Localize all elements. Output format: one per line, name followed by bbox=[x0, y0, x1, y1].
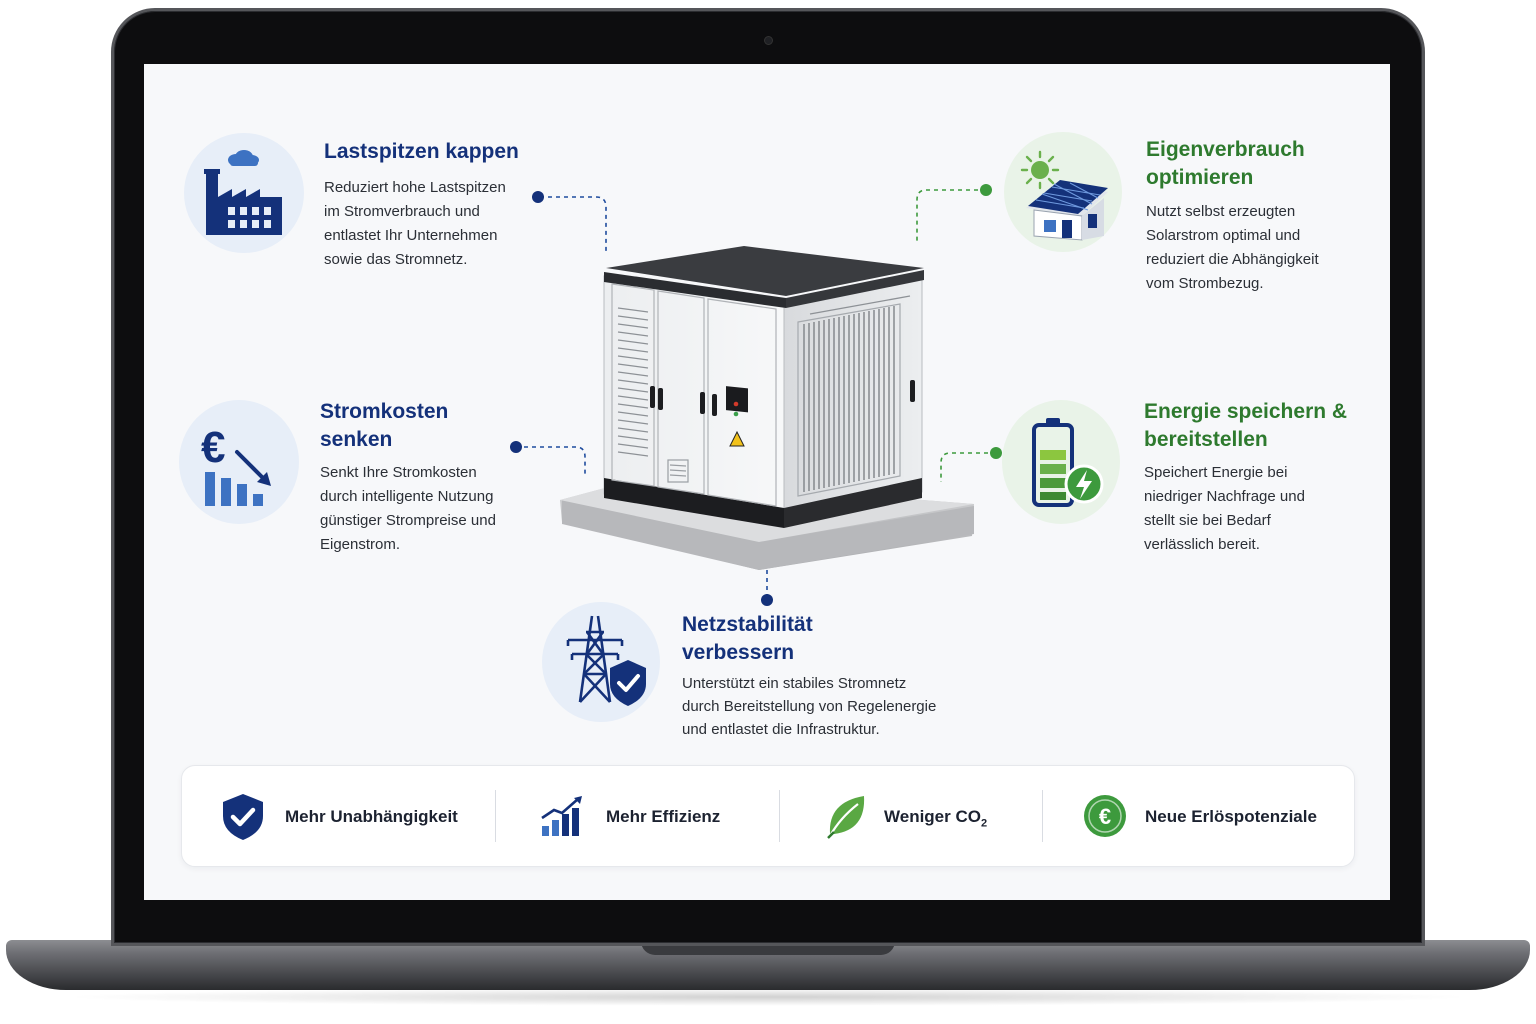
feature-text-line: und entlastet die Infrastruktur. bbox=[682, 721, 880, 738]
battery-charging-icon bbox=[1002, 400, 1120, 524]
benefits-bar: Mehr Unabhängigkeit Mehr Effizienz Wenig… bbox=[181, 765, 1355, 867]
feature-title-line: bereitstellen bbox=[1144, 428, 1268, 451]
benefit-label-subscript: 2 bbox=[980, 817, 988, 830]
feature-text-line: reduziert die Abhängigkeit bbox=[1146, 251, 1319, 268]
feature-text-stromkosten: Senkt Ihre Stromkosten durch intelligent… bbox=[320, 461, 496, 557]
feature-text-line: Reduziert hohe Lastspitzen bbox=[324, 179, 506, 196]
benefit-erloespotenziale: € Neue Erlöspotenziale bbox=[1043, 766, 1355, 866]
feature-title-line: Stromkosten bbox=[320, 400, 449, 423]
battery-storage-cabinet bbox=[560, 246, 974, 570]
feature-text-line: stellt sie bei Bedarf bbox=[1144, 512, 1271, 529]
feature-text-line: Senkt Ihre Stromkosten bbox=[320, 464, 477, 481]
benefit-divider bbox=[779, 790, 780, 842]
connector-dot bbox=[510, 441, 522, 453]
connector-dot bbox=[532, 191, 544, 203]
feature-text-line: Nutzt selbst erzeugten bbox=[1146, 203, 1296, 220]
connector-dot bbox=[980, 184, 992, 196]
webcam-icon bbox=[764, 36, 773, 45]
feature-title-line: Energie speichern & bbox=[1144, 400, 1348, 423]
feature-text-line: vom Strombezug. bbox=[1146, 275, 1264, 292]
factory-icon bbox=[184, 133, 304, 253]
feature-title-line: senken bbox=[320, 428, 393, 451]
feature-text-line: im Stromverbrauch und bbox=[324, 203, 480, 220]
feature-text-line: Unterstützt ein stabiles Stromnetz bbox=[682, 675, 907, 692]
leaf-icon bbox=[827, 796, 865, 839]
feature-text-line: Speichert Energie bei bbox=[1144, 464, 1288, 481]
feature-text-eigenverbrauch: Nutzt selbst erzeugten Solarstrom optima… bbox=[1146, 200, 1319, 296]
feature-title-speichern: Energie speichern & bereitstellen bbox=[1144, 398, 1347, 454]
benefit-label: Mehr Unabhängigkeit bbox=[285, 807, 458, 826]
feature-text-netzstabilitaet: Unterstützt ein stabiles Stromnetz durch… bbox=[682, 672, 936, 741]
feature-title-lastspitzen: Lastspitzen kappen bbox=[324, 138, 519, 166]
feature-title-stromkosten: Stromkosten senken bbox=[320, 398, 448, 454]
feature-title-eigenverbrauch: Eigenverbrauch optimieren bbox=[1146, 136, 1305, 192]
euro-coin-icon: € bbox=[1084, 795, 1126, 837]
feature-text-line: entlastet Ihr Unternehmen bbox=[324, 227, 498, 244]
svg-text:€: € bbox=[1099, 804, 1111, 829]
feature-text-speichern: Speichert Energie bei niedriger Nachfrag… bbox=[1144, 461, 1305, 557]
benefit-effizienz: Mehr Effizienz bbox=[496, 766, 778, 866]
benefit-label: Mehr Effizienz bbox=[606, 807, 721, 826]
feature-text-line: Solarstrom optimal und bbox=[1146, 227, 1301, 244]
feature-text-line: niedriger Nachfrage und bbox=[1144, 488, 1305, 505]
laptop-shadow bbox=[60, 988, 1476, 1006]
benefit-divider bbox=[1042, 790, 1043, 842]
benefit-label: Weniger CO2 bbox=[884, 807, 987, 829]
feature-title-line: verbessern bbox=[682, 641, 795, 664]
benefit-co2: Weniger CO2 bbox=[780, 766, 1042, 866]
feature-text-line: günstiger Strompreise und bbox=[320, 512, 496, 529]
feature-title-netzstabilitaet: Netzstabilität verbessern bbox=[682, 611, 813, 667]
feature-text-line: durch intelligente Nutzung bbox=[320, 488, 494, 505]
warning-triangle-icon bbox=[729, 430, 745, 447]
benefit-divider bbox=[495, 790, 496, 842]
connector-dot bbox=[761, 594, 773, 606]
connector-dot bbox=[990, 447, 1002, 459]
growth-chart-icon bbox=[541, 796, 582, 836]
connector-lines bbox=[510, 184, 1002, 606]
benefit-unabhaengigkeit: Mehr Unabhängigkeit bbox=[182, 766, 494, 866]
power-pylon-shield-icon bbox=[542, 602, 660, 722]
benefit-label: Neue Erlöspotenziale bbox=[1145, 807, 1317, 826]
euro-decrease-icon: € bbox=[179, 400, 299, 524]
feature-title-line: Netzstabilität bbox=[682, 613, 813, 636]
shield-check-icon bbox=[223, 794, 263, 840]
feature-text-line: sowie das Stromnetz. bbox=[324, 251, 468, 268]
solar-house-icon bbox=[1004, 132, 1122, 252]
feature-text-line: durch Bereitstellung von Regelenergie bbox=[682, 698, 937, 715]
feature-text-line: Eigenstrom. bbox=[320, 536, 401, 553]
svg-text:€: € bbox=[201, 423, 225, 472]
feature-title-line: Eigenverbrauch bbox=[1146, 138, 1305, 161]
feature-text-line: verlässlich bereit. bbox=[1144, 536, 1260, 553]
screen: Lastspitzen kappen Reduziert hohe Lastsp… bbox=[144, 64, 1390, 900]
feature-title-line: Lastspitzen kappen bbox=[324, 140, 519, 163]
feature-text-lastspitzen: Reduziert hohe Lastspitzen im Stromverbr… bbox=[324, 176, 506, 272]
benefit-label-text: Weniger CO bbox=[884, 807, 981, 826]
feature-title-line: optimieren bbox=[1146, 166, 1254, 189]
